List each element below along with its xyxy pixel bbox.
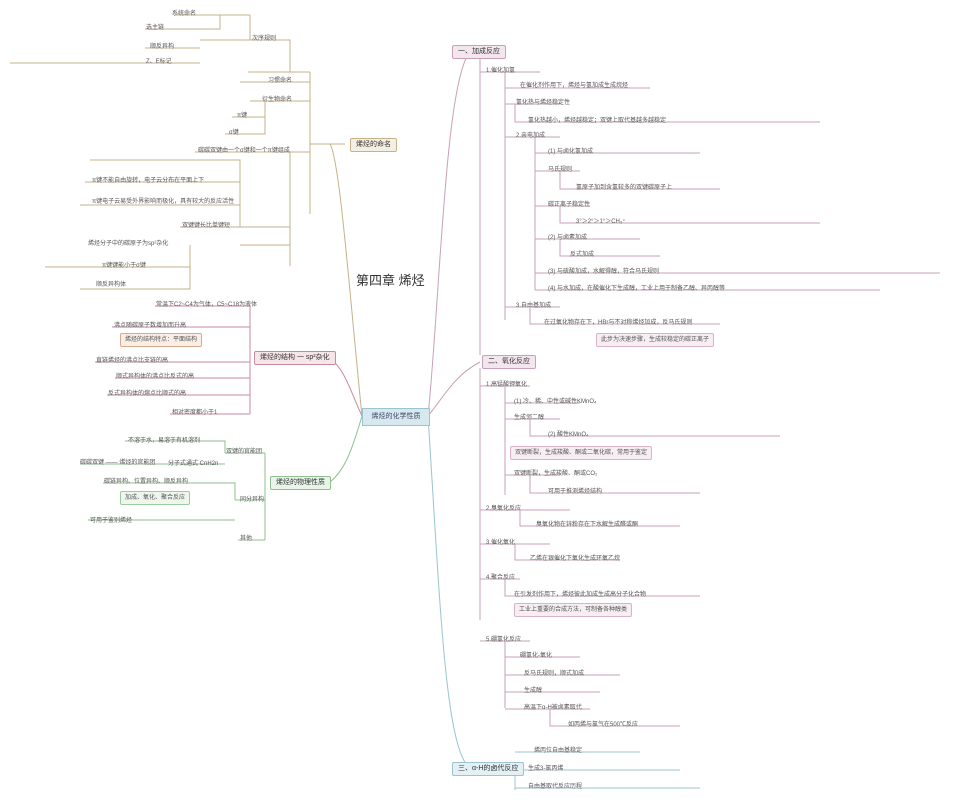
leaf-node[interactable]: (4) 与水加成，在酸催化下生成醇，工业上用于制备乙醇、异丙醇等 [548,286,726,292]
leaf-node[interactable]: 顺反异构 [150,44,175,50]
leaf-node[interactable]: (2) 与卤素加成 [548,235,588,241]
leaf-node[interactable]: 可用于推测烯烃结构 [548,489,603,495]
highlight-box-node[interactable]: 此步为决速步骤，生成较稳定的碳正离子 [596,333,715,347]
leaf-node[interactable]: 4.聚合反应 [486,575,516,581]
leaf-node[interactable]: Z、E标记 [146,59,172,65]
leaf-node[interactable]: 习惯命名 [268,78,293,84]
leaf-node[interactable]: 生成3-氯丙烯 [528,766,564,772]
leaf-node[interactable]: 常温下C2~C4为气体，C5~C18为液体 [156,302,258,308]
leaf-node[interactable]: 乙烯在银催化下氧化生成环氧乙烷 [530,556,621,562]
leaf-node[interactable]: (1) 冷、稀、中性或碱性KMnO₄ [514,399,597,405]
branch-alpha-halogenation[interactable]: 三、α-H的卤代反应 [452,762,525,776]
leaf-node[interactable]: 在引发剂作用下，烯烃彼此加成生成高分子化合物 [514,592,647,598]
highlight-box-node[interactable]: 烯烃的结构特点：平面结构 [120,333,203,347]
connector-r3 [427,415,471,769]
root-node[interactable]: 烯烃的化学性质 [362,408,430,426]
leaf-node[interactable]: 其他 [240,536,253,542]
leaf-node[interactable]: 次序规则 [252,36,277,42]
leaf-node[interactable]: 如丙烯与氯气在500℃反应 [568,722,639,728]
leaf-node[interactable]: 烯烃分子中的碳原子为sp²杂化 [88,241,169,247]
leaf-node[interactable]: 直链烯烃的沸点比支链的高 [96,358,169,364]
leaf-node[interactable]: 3°＞2°＞1°＞CH₃⁺ [576,219,626,225]
leaf-node[interactable]: 反式加成 [570,252,595,258]
leaf-node[interactable]: 碳碳双键 —— 烯烃的官能团 [80,460,156,466]
leaf-node[interactable]: 1.高锰酸钾氧化 [486,382,528,388]
leaf-node[interactable]: 衍生物命名 [262,97,293,103]
leaf-node[interactable]: 氢原子加到含氢较多的双键碳原子上 [576,185,673,191]
leaf-node[interactable]: 2.亲电加成 [516,133,546,139]
leaf-node[interactable]: 碳碳双键由一个σ键和一个π键组成 [198,148,290,154]
leaf-node[interactable]: 自由基取代反应历程 [528,784,583,790]
highlight-box-node[interactable]: 双键断裂，生成羧酸、酮或二氧化碳，常用于鉴定 [510,446,653,460]
leaf-node[interactable]: (2) 酸性KMnO₄ [548,432,589,438]
connector-l1 [329,143,363,417]
leaf-node[interactable]: 沸点随碳原子数增加而升高 [114,323,187,329]
highlight-box-node[interactable]: 工业上重要的合成方法，可制备各种醇类 [514,603,633,617]
leaf-node[interactable]: 双键断裂，生成羧酸、酮或CO₂ [514,471,598,477]
leaf-node[interactable]: (1) 与卤化氢加成 [548,149,594,155]
leaf-node[interactable]: 顺式异构体的沸点比反式的高 [116,374,195,380]
leaf-node[interactable]: 碳链异构、位置异构、顺反异构 [104,479,189,485]
leaf-node[interactable]: 氢化热与烯烃稳定性 [516,100,571,106]
leaf-node[interactable]: 双键的官能团 [226,449,263,455]
leaf-node[interactable]: 在催化剂作用下，烯烃与氢加成生成烷烃 [520,83,629,89]
leaf-node[interactable]: 氢化热越小，烯烃越稳定；双键上取代基越多越稳定 [528,118,667,124]
center-title: 第四章 烯烃 [356,273,425,288]
highlight-box-node[interactable]: 加成、氧化、聚合反应 [120,491,191,505]
leaf-node[interactable]: 碳正离子稳定性 [548,202,591,208]
leaf-node[interactable]: 可用于鉴别烯烃 [90,518,133,524]
leaf-node[interactable]: 不溶于水，易溶于有机溶剂 [128,438,201,444]
leaf-node[interactable]: 系统命名 [172,11,197,17]
leaf-node[interactable]: 反马氏规则，顺式加成 [524,671,585,677]
leaf-node[interactable]: 反式异构体的熔点比顺式的高 [108,391,187,397]
branch-physical-properties[interactable]: 烯烃的物理性质 [270,476,331,490]
leaf-node[interactable]: 5.硼氢化反应 [486,637,522,643]
leaf-node[interactable]: 相对密度都小于1 [172,410,218,416]
leaf-node[interactable]: 硼氢化-氧化 [520,653,552,659]
branch-nomenclature[interactable]: 烯烃的命名 [350,138,397,152]
leaf-node[interactable]: π键键能小于σ键 [102,263,146,269]
leaf-node[interactable]: 双键键长比单键短 [182,223,231,229]
leaf-node[interactable]: 臭氧化物在锌粉存在下水解生成醛或酮 [536,522,639,528]
leaf-node[interactable]: 1.催化加氢 [486,68,516,74]
leaf-node[interactable]: π键 [237,113,248,119]
connector-r2 [427,361,481,417]
leaf-node[interactable]: 同分异构 [240,497,265,503]
leaf-node[interactable]: 3.自由基加成 [516,303,552,309]
leaf-node[interactable]: 生成醇 [524,688,543,694]
connector-r1 [427,51,471,417]
leaf-node[interactable]: 顺反异构体 [96,282,127,288]
leaf-node[interactable]: 高温下α-H被卤素取代 [524,705,582,711]
leaf-node[interactable]: 烯丙位自由基稳定 [534,748,583,754]
branch-structure[interactable]: 烯烃的结构 一 sp²杂化 [254,351,336,365]
branch-oxidation[interactable]: 二、氧化反应 [482,355,536,369]
leaf-node[interactable]: π键不能自由旋转，电子云分布在平面上下 [92,178,205,184]
leaf-node[interactable]: 在过氧化物存在下，HBr与不对称烯烃加成，反马氏规则 [544,320,693,326]
leaf-node[interactable]: 3.催化氧化 [486,540,516,546]
leaf-node[interactable]: σ键 [229,130,239,136]
leaf-node[interactable]: π键电子云易受外界影响而极化，具有较大的反应活性 [92,199,235,205]
connector-l3 [329,415,363,483]
leaf-node[interactable]: 马氏规则 [548,167,573,173]
leaf-node[interactable]: 分子式通式 CnH2n [168,461,219,467]
leaf-node[interactable]: 生成邻二醇 [514,415,545,421]
branch-addition[interactable]: 一、加成反应 [452,45,506,59]
leaf-node[interactable]: 选主链 [146,25,165,31]
leaf-node[interactable]: (3) 与硫酸加成，水解得醇，符合马氏规则 [548,269,660,275]
leaf-node[interactable]: 2.臭氧化反应 [486,506,522,512]
